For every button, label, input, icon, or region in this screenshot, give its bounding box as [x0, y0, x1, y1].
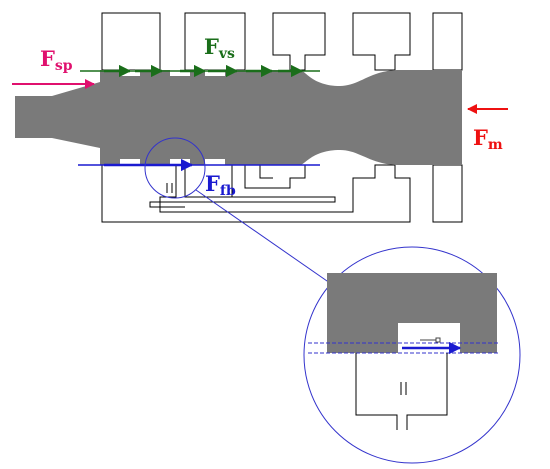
- spool-shape: [15, 70, 462, 165]
- flow-channel: [149, 165, 336, 208]
- zoom-connector-line: [195, 189, 341, 291]
- zoom-detail: [303, 246, 521, 464]
- viscous-force-label: Fvs: [204, 34, 235, 62]
- housing-lower-mid: [231, 165, 306, 197]
- land-notch: [205, 159, 225, 165]
- zoom-source-circle: [144, 137, 206, 199]
- housing-block-6: [432, 164, 463, 223]
- housing-lower-step: [259, 165, 273, 179]
- land-notch: [170, 159, 190, 165]
- housing-block-3: [272, 12, 326, 71]
- housing-lower-left: [101, 164, 411, 223]
- zoom-housing-outline: [355, 353, 448, 430]
- housing-block-1: [101, 12, 161, 71]
- spool-body: [15, 70, 462, 165]
- land-notch: [205, 70, 225, 76]
- housing-block-4: [352, 12, 411, 71]
- housing-bottom: [101, 164, 463, 223]
- zoom-orifice-marker: [435, 337, 441, 343]
- flow-force-label: Ffb: [205, 171, 236, 199]
- zoom-orifice-marks: [400, 382, 407, 395]
- housing-block-5: [432, 12, 463, 71]
- land-notch: [120, 159, 140, 165]
- land-notch: [170, 70, 190, 76]
- magnet-force-label: Fm: [473, 125, 503, 153]
- orifice-marks: [166, 183, 173, 193]
- housing-top: [101, 12, 463, 71]
- spool-force-label: Fsp: [40, 46, 73, 74]
